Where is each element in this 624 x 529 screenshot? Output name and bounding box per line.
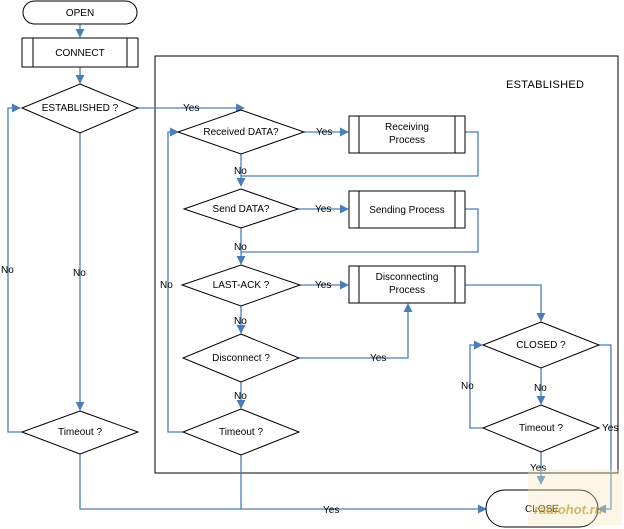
connect-node: CONNECT: [21, 37, 139, 68]
closed-label: CLOSED ?: [516, 340, 566, 351]
edge-label-no: No: [461, 381, 474, 392]
connect-label: CONNECT: [55, 48, 104, 59]
send-data-decision: Send DATA?: [182, 188, 300, 229]
edge-label-yes: Yes: [323, 505, 339, 516]
edge-labels: Yes No No Yes Yes No Yes No Yes No Yes N…: [1, 103, 618, 516]
connectors: [7, 24, 612, 514]
closed-decision: CLOSED ?: [481, 321, 601, 369]
last-ack-label: LAST-ACK ?: [213, 280, 270, 291]
received-data-label: Received DATA?: [203, 127, 279, 138]
edge-label-no: No: [534, 383, 547, 394]
timeout-left-label: Timeout ?: [58, 427, 103, 438]
disconnecting-process-node: Disconnecting Process: [348, 265, 466, 304]
close-node: CLOSE: [485, 489, 599, 528]
received-data-decision: Received DATA?: [176, 109, 306, 155]
connector-timeout-mid-no: [167, 127, 183, 433]
watermark-text: radiohot.ru: [534, 502, 603, 517]
timeout-right-decision: Timeout ?: [481, 404, 601, 453]
receiving-process-node: Receiving Process: [348, 115, 466, 154]
edge-label-yes: Yes: [530, 463, 546, 474]
connector-disconnecting-closed: [465, 284, 546, 322]
sending-process-node: Sending Process: [348, 190, 466, 229]
timeout-left-decision: Timeout ?: [20, 410, 140, 455]
disconnecting-process-label-line1: Disconnecting: [376, 272, 439, 283]
timeout-mid-decision: Timeout ?: [181, 408, 301, 456]
receiving-process-label-line1: Receiving: [385, 122, 429, 133]
edge-label-no: No: [1, 265, 14, 276]
established-region-label: ESTABLISHED: [506, 79, 584, 91]
edge-label-yes: Yes: [316, 127, 332, 138]
sending-process-label: Sending Process: [369, 205, 445, 216]
connector-receiving-return: [241, 131, 479, 177]
connector-timeout-left-yes: [79, 454, 487, 514]
edge-label-yes: Yes: [183, 103, 199, 114]
edge-label-no: No: [234, 391, 247, 402]
receiving-process-label-line2: Process: [389, 135, 425, 146]
connector-closed-yes: [597, 344, 612, 514]
disconnect-label: Disconnect ?: [212, 353, 270, 364]
established-decision-label: ESTABLISHED ?: [42, 103, 119, 114]
connector-timeout-left-no: [7, 103, 22, 433]
established-region: [154, 55, 619, 474]
timeout-right-label: Timeout ?: [519, 423, 564, 434]
disconnect-decision: Disconnect ?: [181, 333, 301, 383]
edge-label-yes: Yes: [370, 353, 386, 364]
edge-label-no: No: [160, 280, 173, 291]
edge-label-no: No: [234, 316, 247, 327]
connector-timeout-right-no: [469, 340, 484, 429]
open-node: OPEN: [22, 0, 138, 25]
close-label: CLOSE: [525, 504, 559, 515]
edge-label-no: No: [234, 242, 247, 253]
edge-label-yes: Yes: [602, 423, 618, 434]
edge-label-yes: Yes: [315, 280, 331, 291]
watermark: radiohot.ru: [528, 469, 622, 525]
connector-sending-return: [241, 208, 479, 253]
connector-disconnect-yes: [299, 303, 413, 359]
edge-label-no: No: [234, 166, 247, 177]
open-label: OPEN: [66, 8, 94, 19]
timeout-mid-label: Timeout ?: [219, 427, 264, 438]
send-data-label: Send DATA?: [213, 204, 270, 215]
disconnecting-process-label-line2: Process: [389, 285, 425, 296]
edge-label-yes: Yes: [315, 204, 331, 215]
last-ack-decision: LAST-ACK ?: [180, 264, 302, 307]
edge-label-no: No: [73, 268, 86, 279]
established-decision: ESTABLISHED ?: [20, 83, 140, 134]
